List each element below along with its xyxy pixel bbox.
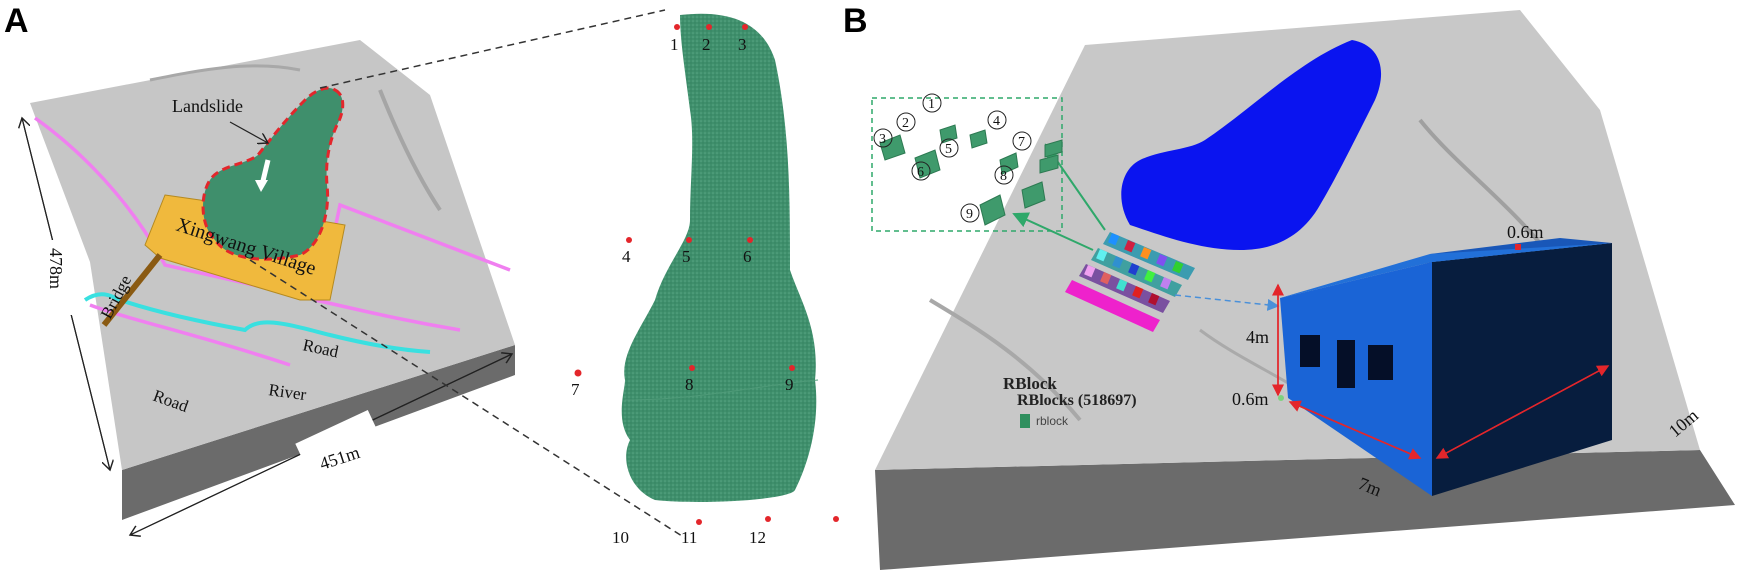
building-model [1280,238,1612,496]
panel-b-letter: B [843,2,868,40]
monitor-point-label: 5 [682,247,691,266]
monitor-points: 1 2 3 4 5 6 7 8 9 10 11 12 [571,24,839,547]
legend-subtitle: RBlocks (518697) [1017,392,1137,409]
building-id-label: 9 [966,207,973,222]
landslide-mass [1121,40,1382,250]
monitor-point-label: 7 [571,380,580,399]
building-icons [879,124,1063,226]
bridge-line [101,253,163,327]
building-id-label: 4 [993,114,1000,129]
river-line [83,292,431,354]
building-id-label: 5 [945,142,952,157]
zoom-connector-top [319,9,666,89]
monitor-point-label: 9 [785,375,794,394]
height-dimension-label: 478m [46,248,66,289]
monitor-point-label: 3 [738,35,747,54]
legend-title: RBlock [1003,374,1057,393]
monitor-point-label: 4 [622,247,631,266]
legend-item-label: rblock [1036,414,1069,428]
landslide-label: Landslide [172,96,243,116]
panel-a-letter: A [4,2,29,40]
zoom-connector-bottom [249,259,686,539]
road-upper-line [33,116,511,303]
building-id-labels: 1 2 3 4 5 6 7 8 9 [873,93,1032,223]
dim-height-label: 4m [1246,327,1269,347]
monitor-point-label: 6 [743,247,752,266]
dim-wall-bottom-label: 0.6m [1232,389,1269,409]
monitor-point-label: 11 [681,528,697,547]
legend-item-rblock: rblock [1020,414,1068,428]
building-id-label: 2 [902,116,909,131]
building-id-label: 1 [928,97,935,112]
monitor-point-label: 12 [749,528,766,547]
landslide-particle-model [621,13,817,502]
building-id-label: 3 [879,132,886,147]
dim-wall-top-label: 0.6m [1507,222,1544,242]
monitor-point-label: 8 [685,375,694,394]
rblock-bar [1065,280,1160,332]
landslide-area [201,86,345,261]
building-id-label: 6 [917,165,924,180]
legend-swatch [1020,414,1030,428]
road-lower-line [89,303,291,367]
building-id-label: 7 [1018,135,1025,150]
monitor-point-label: 10 [612,528,629,547]
monitor-point-label: 2 [702,35,711,54]
buildings-callout-box [871,97,1063,232]
monitor-point-label: 1 [670,35,679,54]
rblock-rows [1065,232,1195,332]
building-id-label: 8 [1000,169,1007,184]
road-mid-line [314,298,461,332]
